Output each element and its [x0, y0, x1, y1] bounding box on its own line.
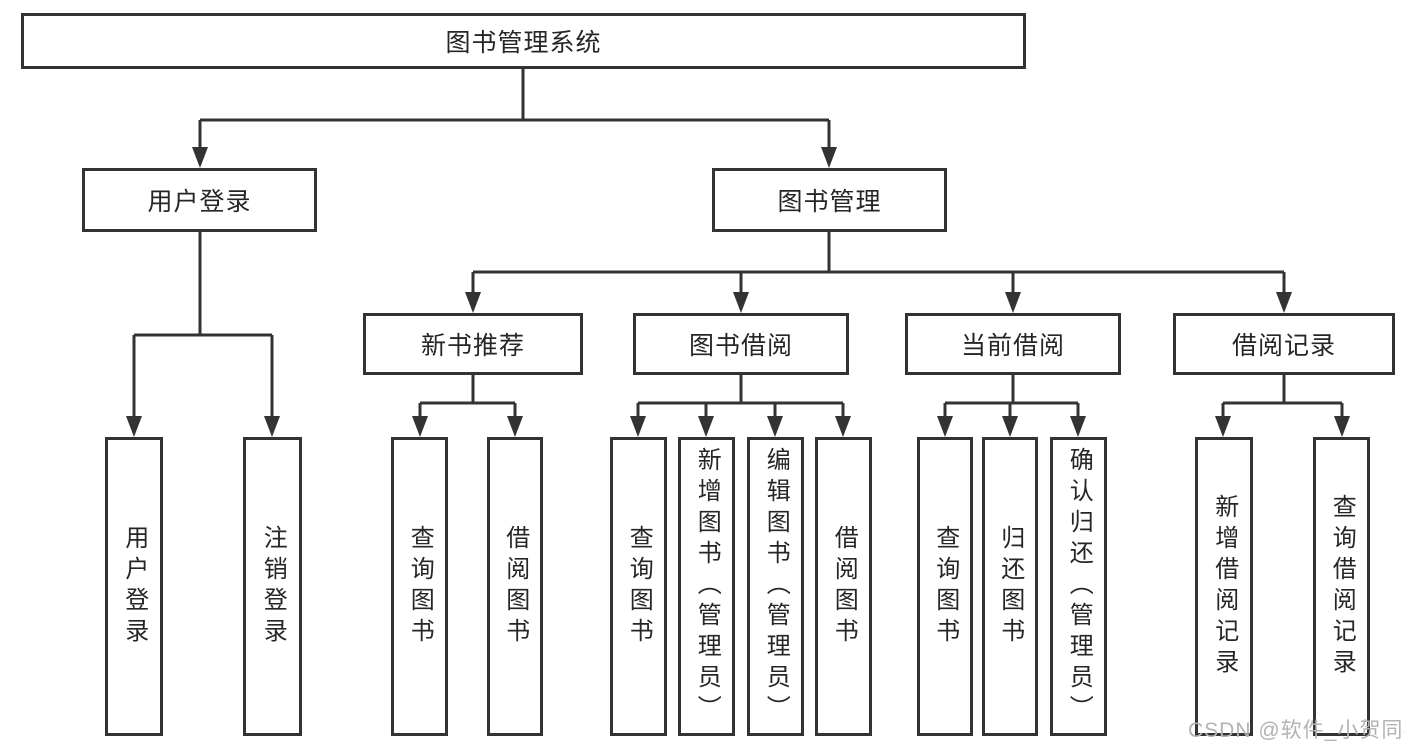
node-label: 图书借阅 — [688, 332, 793, 360]
leaf-add-books-admin: 新增图书（管理员） — [678, 437, 735, 736]
node-book-borrow: 图书借阅 — [633, 313, 849, 375]
node-borrow-records: 借阅记录 — [1173, 313, 1395, 375]
node-label: 查询图书 — [625, 524, 653, 649]
csdn-watermark: CSDN @软件_小贺同学 — [1188, 719, 1405, 742]
leaf-borrow-books: 借阅图书 — [815, 437, 872, 736]
leaf-user-login: 用户登录 — [105, 437, 163, 736]
node-label: 查询图书 — [406, 524, 434, 649]
node-user-login: 用户登录 — [82, 168, 317, 232]
node-label: 用户登录 — [120, 524, 148, 649]
node-label: 借阅图书 — [501, 524, 529, 649]
node-label: 借阅图书 — [830, 524, 858, 649]
leaf-query-books-recommend: 查询图书 — [391, 437, 448, 736]
leaf-return-books: 归还图书 — [982, 437, 1038, 736]
leaf-query-borrow-record: 查询借阅记录 — [1313, 437, 1370, 736]
node-label: 确认归还（管理员） — [1065, 447, 1093, 726]
node-label: 新增借阅记录 — [1210, 493, 1238, 680]
leaf-query-books-current: 查询图书 — [917, 437, 973, 736]
node-label: 用户登录 — [147, 188, 252, 216]
connector-strokes — [132, 69, 1344, 416]
leaf-logout: 注销登录 — [243, 437, 302, 736]
leaf-borrow-books-recommend: 借阅图书 — [487, 437, 543, 736]
leaf-add-borrow-record: 新增借阅记录 — [1195, 437, 1253, 736]
node-current-borrow: 当前借阅 — [905, 313, 1121, 375]
node-label: 注销登录 — [259, 524, 287, 649]
node-label: 查询借阅记录 — [1328, 493, 1356, 680]
node-label: 当前借阅 — [960, 332, 1065, 360]
leaf-edit-books-admin: 编辑图书（管理员） — [747, 437, 804, 736]
leaf-confirm-return-admin: 确认归还（管理员） — [1050, 437, 1107, 736]
node-root-library-management-system: 图书管理系统 — [21, 13, 1026, 69]
node-label: 借阅记录 — [1231, 332, 1336, 360]
node-label: 图书管理系统 — [445, 29, 602, 57]
node-label: 图书管理 — [777, 188, 882, 216]
node-label: 新增图书（管理员） — [693, 447, 721, 726]
arrowheads — [126, 147, 1350, 437]
node-label: 编辑图书（管理员） — [762, 447, 790, 726]
node-book-management: 图书管理 — [712, 168, 947, 232]
node-label: 查询图书 — [931, 524, 959, 649]
node-new-book-recommend: 新书推荐 — [363, 313, 583, 375]
node-label: 新书推荐 — [420, 332, 525, 360]
leaf-query-books-borrow: 查询图书 — [610, 437, 667, 736]
node-label: 归还图书 — [996, 524, 1024, 649]
